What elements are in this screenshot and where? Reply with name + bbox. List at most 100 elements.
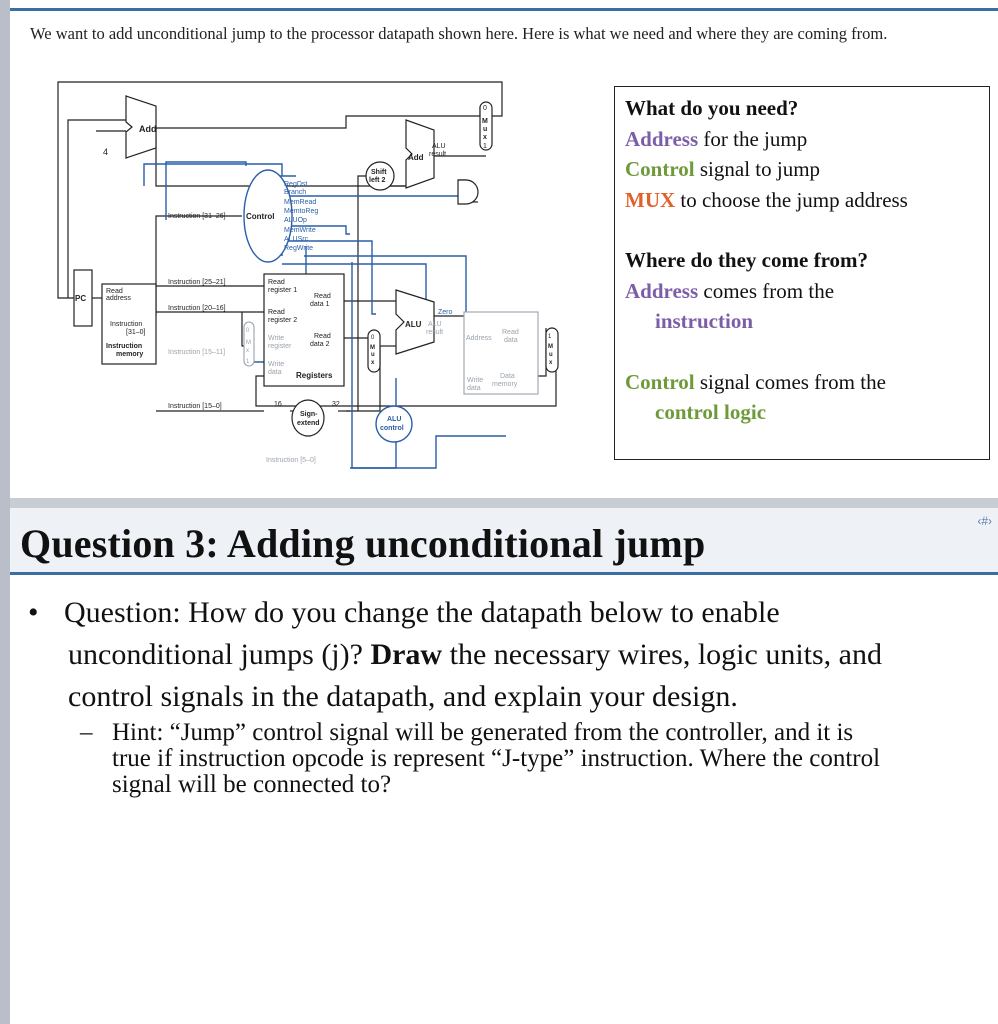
svg-text:result: result <box>429 151 446 158</box>
svg-text:Write: Write <box>467 377 483 384</box>
svg-text:Write: Write <box>268 361 284 368</box>
bullet-marker: • <box>28 596 39 629</box>
need-address: Address for the jump <box>625 126 808 151</box>
svg-text:Read: Read <box>268 309 285 316</box>
and-gate <box>457 179 479 205</box>
svg-text:Branch: Branch <box>284 189 306 196</box>
svg-text:PC: PC <box>75 294 86 303</box>
svg-text:Read: Read <box>314 293 331 300</box>
svg-text:Write: Write <box>268 335 284 342</box>
svg-text:Add: Add <box>408 153 424 162</box>
slide-title: Question 3: Adding unconditional jump <box>20 521 706 566</box>
main-alu: ALU Zero ALU result <box>395 289 453 355</box>
question-line-3: control signals in the datapath, and exp… <box>68 680 738 713</box>
slide-divider <box>10 498 998 508</box>
svg-text:x: x <box>371 360 375 366</box>
svg-text:x: x <box>549 360 553 366</box>
svg-text:ALUOp: ALUOp <box>284 217 307 224</box>
svg-text:Control: Control <box>246 212 274 221</box>
left-margin-strip <box>0 0 10 1024</box>
svg-text:32: 32 <box>332 401 340 408</box>
intro-paragraph: We want to add unconditional jump to the… <box>30 24 888 43</box>
svg-text:Address: Address <box>466 335 492 342</box>
requirements-box: What do you need? Address for the jump C… <box>614 86 990 460</box>
alu-control: ALU control <box>375 405 413 443</box>
register-file: Read register 1 Read register 2 Write re… <box>263 273 345 387</box>
svg-text:16: 16 <box>274 401 282 408</box>
svg-text:u: u <box>483 126 487 133</box>
svg-text:data: data <box>268 369 282 376</box>
subbullet-marker: – <box>80 719 93 746</box>
svg-text:Instruction [31–26]: Instruction [31–26] <box>168 213 226 220</box>
slide-datapath-overview: We want to add unconditional jump to the… <box>10 0 998 498</box>
svg-text:control: control <box>380 425 404 432</box>
need-mux: MUX to choose the jump address <box>625 187 908 212</box>
question-line-1: Question: How do you change the datapath… <box>64 596 780 629</box>
svg-text:Instruction: Instruction <box>106 343 142 350</box>
svg-text:0: 0 <box>371 335 375 341</box>
adder-pc: Add <box>125 95 157 159</box>
source-address: Address comes from the <box>625 278 835 303</box>
svg-text:Sign-: Sign- <box>300 411 318 418</box>
hint-line-1: Hint: “Jump” control signal will be gene… <box>112 719 854 746</box>
question-line-2: unconditional jumps (j)? Draw the necess… <box>68 638 882 671</box>
mux-memtoreg: 1 M u x <box>545 327 559 373</box>
source-control: Control signal comes from the <box>625 369 886 394</box>
svg-text:1: 1 <box>548 334 552 340</box>
svg-text:MemtoReg: MemtoReg <box>284 208 318 215</box>
program-counter: PC <box>73 269 93 327</box>
mux-alusrc: 0 M u x <box>367 329 381 373</box>
title-band <box>10 508 998 572</box>
svg-text:data 1: data 1 <box>310 301 330 308</box>
svg-text:[31–0]: [31–0] <box>126 329 146 336</box>
svg-text:ALUSrc: ALUSrc <box>284 236 309 243</box>
svg-text:Read: Read <box>268 279 285 286</box>
svg-text:Shift: Shift <box>371 169 387 176</box>
svg-text:data: data <box>467 385 481 392</box>
control-unit: Control <box>243 169 293 263</box>
svg-text:M: M <box>482 118 488 125</box>
instruction-memory: Read address Instruction [31–0] Instruct… <box>101 283 157 365</box>
control-signal-labels: RegDst Branch MemRead MemtoReg ALUOp Mem… <box>284 181 318 252</box>
svg-text:Zero: Zero <box>438 309 453 316</box>
svg-text:register 1: register 1 <box>268 287 297 294</box>
svg-text:address: address <box>106 295 131 302</box>
sources-heading: Where do they come from? <box>625 248 868 272</box>
title-rule <box>10 8 998 11</box>
svg-text:RegDst: RegDst <box>284 181 307 188</box>
svg-text:data: data <box>504 337 518 344</box>
svg-text:ALU: ALU <box>405 320 422 329</box>
needs-heading: What do you need? <box>625 96 799 120</box>
hint-line-2: true if instruction opcode is represent … <box>112 745 881 772</box>
svg-text:memory: memory <box>116 351 143 358</box>
svg-text:Instruction [25–21]: Instruction [25–21] <box>168 279 226 286</box>
svg-text:M: M <box>548 344 553 350</box>
svg-text:Read: Read <box>314 333 331 340</box>
mux-regdst: 0 M x 1 <box>243 321 255 367</box>
svg-text:u: u <box>549 352 553 358</box>
title-rule <box>10 572 998 575</box>
svg-text:Data: Data <box>500 373 515 380</box>
svg-text:ALU: ALU <box>432 143 446 150</box>
page-number: ‹#› <box>977 514 992 528</box>
slide-question-3: ‹#› Question 3: Adding unconditional jum… <box>10 508 998 1024</box>
svg-text:MemRead: MemRead <box>284 199 316 206</box>
constant-four: 4 <box>103 147 108 157</box>
svg-text:register: register <box>268 343 292 350</box>
datapath-diagram: Add 4 0 M u x 1 Add ALU result <box>46 76 616 486</box>
mux-pc-source: 0 M u x 1 <box>479 101 493 151</box>
svg-text:result: result <box>426 329 443 336</box>
svg-text:Instruction [5–0]: Instruction [5–0] <box>266 457 316 464</box>
svg-text:Registers: Registers <box>296 371 333 380</box>
instruction-field-labels: Instruction [31–26] Instruction [25–21] … <box>168 213 316 464</box>
svg-text:memory: memory <box>492 381 518 388</box>
sign-extend: Sign- extend 16 32 <box>274 399 340 437</box>
svg-text:MemWrite: MemWrite <box>284 227 316 234</box>
source-address-cont: instruction <box>655 309 754 333</box>
hint-line-3: signal will be connected to? <box>112 771 392 798</box>
svg-text:x: x <box>246 348 249 354</box>
svg-text:data 2: data 2 <box>310 341 330 348</box>
svg-text:x: x <box>483 134 487 141</box>
svg-text:1: 1 <box>483 143 487 150</box>
svg-text:ALU: ALU <box>428 321 442 328</box>
